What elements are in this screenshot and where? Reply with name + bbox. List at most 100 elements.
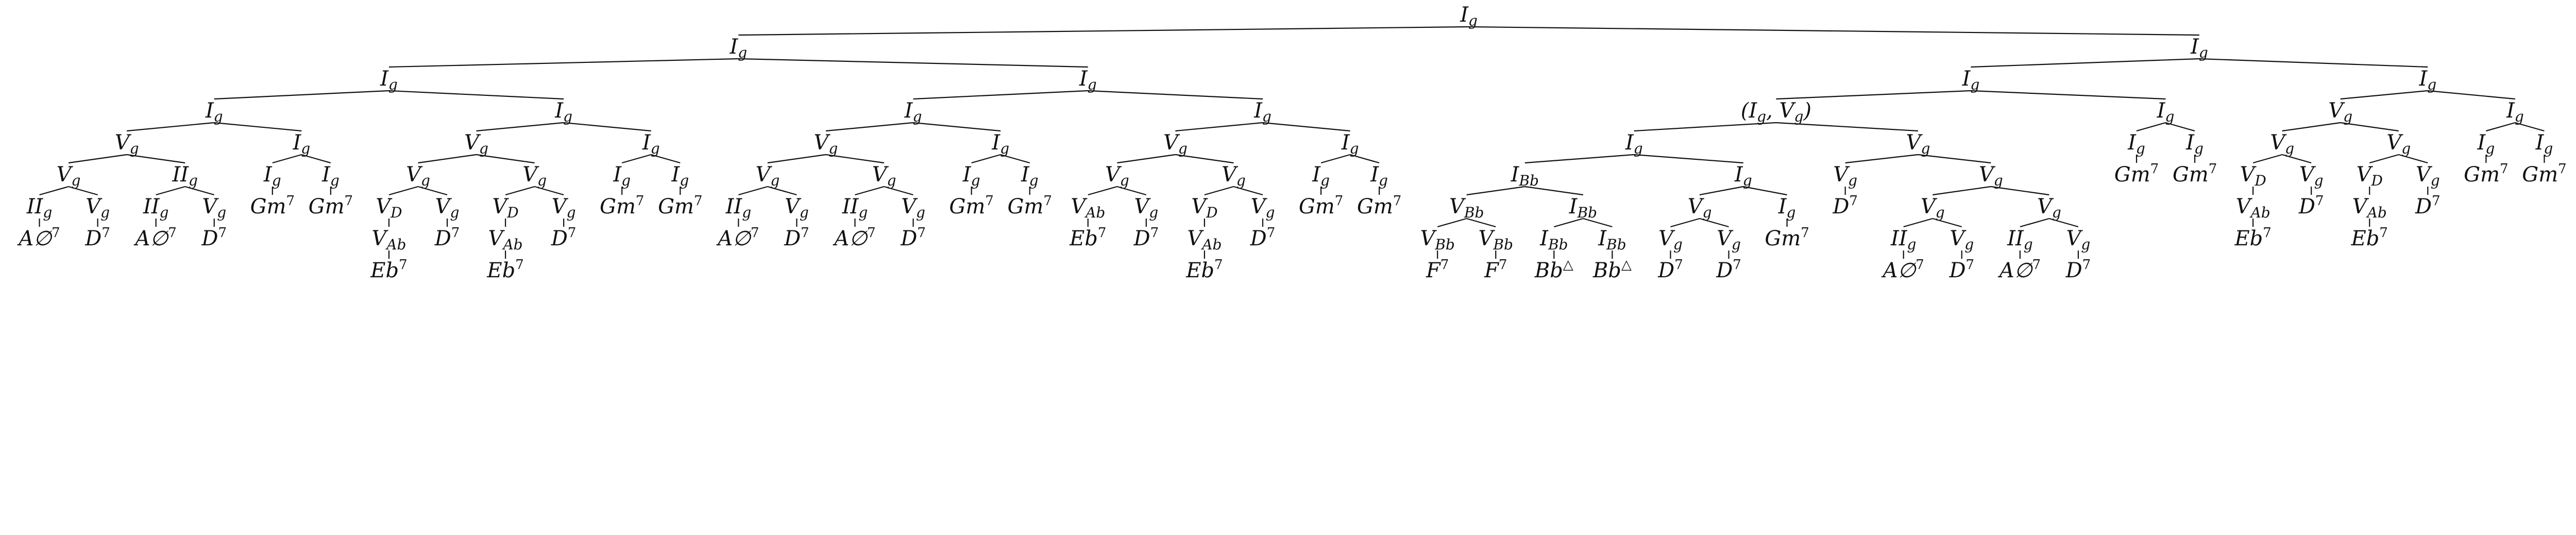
- tree-node-label: Ig​: [2506, 99, 2524, 125]
- tree-edge: [1175, 154, 1234, 164]
- tree-edge: [2136, 122, 2166, 132]
- tree-node-label: Ig​: [1341, 131, 1359, 157]
- tree-edge: [1583, 218, 1613, 228]
- chord-leaf-label: D7​: [1250, 225, 1276, 250]
- tree-node-label: Ig​: [991, 131, 1009, 157]
- tree-node-label: Vg​: [1658, 227, 1683, 253]
- chord-leaf-label: Gm7​: [2464, 161, 2508, 187]
- tree-edge: [2340, 90, 2428, 100]
- tree-edge: [2020, 218, 2049, 228]
- tree-edge: [1088, 186, 1117, 196]
- tree-edge: [126, 154, 185, 164]
- tree-node-label: Vg​: [1163, 131, 1188, 157]
- tree-node-label: Ig​: [1625, 131, 1643, 157]
- tree-edge: [68, 186, 98, 196]
- tree-edge: [1699, 186, 1743, 196]
- tree-edge: [301, 154, 331, 164]
- tree-edge: [476, 122, 564, 132]
- chord-leaf-label: D7​: [551, 225, 577, 250]
- tree-edge: [418, 186, 448, 196]
- tree-node-label: Ig​: [904, 99, 922, 125]
- tree-node-label: IBb​: [1598, 227, 1626, 253]
- chord-leaf-label: Gm7​: [1299, 193, 1343, 219]
- tree-edge: [2515, 122, 2545, 132]
- tree-edge: [388, 186, 418, 196]
- tree-node-label: VD​: [2357, 163, 2383, 189]
- tree-edge: [1845, 154, 1919, 164]
- tree-edge: [68, 154, 127, 164]
- tree-edge: [418, 154, 477, 164]
- chord-leaf-label: D7​: [784, 225, 809, 250]
- tree-node-label: VD​: [2240, 163, 2266, 189]
- tree-edge: [2340, 122, 2399, 132]
- chord-leaf-label: D7​: [2415, 193, 2441, 219]
- chord-leaf-label: D7​: [201, 225, 227, 250]
- tree-node-label: Ig​: [1734, 163, 1752, 189]
- tree-edge: [2199, 58, 2428, 68]
- tree-node-label: Ig​: [205, 99, 223, 125]
- tree-node-label: VAb​: [2236, 195, 2270, 221]
- tree-edge: [2398, 154, 2428, 164]
- tree-node-label: VAb​: [488, 227, 523, 253]
- tree-edge: [738, 58, 1088, 68]
- chord-leaf-label: Gm7​: [949, 193, 993, 219]
- tree-node-label: Ig​: [380, 67, 398, 93]
- tree-node-label: VBb​: [1420, 227, 1454, 253]
- tree-node-label: (Ig​, Vg​): [1741, 99, 1811, 125]
- tree-node-label: Vg​: [2270, 131, 2294, 157]
- tree-edge: [272, 154, 302, 164]
- tree-node-label: Vg​: [115, 131, 139, 157]
- tree-node-label: Vg​: [2066, 227, 2091, 253]
- tree-edge: [214, 122, 302, 132]
- chord-leaf-label: Eb7​: [1069, 225, 1106, 250]
- tree-node-label: Ig​: [2477, 131, 2495, 157]
- tree-node-label: VD​: [1191, 195, 1217, 221]
- tree-node-label: Ig​: [1021, 163, 1039, 189]
- tree-node-label: VAb​: [1071, 195, 1105, 221]
- tree-edge: [1971, 90, 2166, 100]
- tree-node-label: Vg​: [1921, 195, 1945, 221]
- tree-node-label: Ig​: [1312, 163, 1330, 189]
- tree-edge: [2428, 90, 2516, 100]
- tree-node-label: Vg​: [202, 195, 226, 221]
- tree-node-label: Vg​: [86, 195, 110, 221]
- chord-leaf-label: D7​: [1832, 193, 1858, 219]
- tree-edge: [505, 186, 535, 196]
- tree-edge: [971, 154, 1001, 164]
- tree-node-label: IBb​: [1569, 195, 1597, 221]
- tree-node-label: VBb​: [1479, 227, 1513, 253]
- chord-leaf-label: D7​: [84, 225, 110, 250]
- tree-edge: [388, 90, 564, 100]
- tree-node-label: IBb​: [1511, 163, 1539, 189]
- tree-edge: [825, 154, 885, 164]
- chord-leaf-label: Eb7​: [486, 257, 523, 282]
- tree-node-label: IIg​: [842, 195, 868, 221]
- tree-edge: [2252, 154, 2282, 164]
- tree-edge: [1524, 186, 1583, 196]
- tree-edge: [2282, 122, 2341, 132]
- tree-node-label: Vg​: [522, 163, 547, 189]
- tree-node-label: Vg​: [872, 163, 896, 189]
- tree-edge: [1670, 218, 1700, 228]
- tree-node-label: Ig​: [554, 99, 572, 125]
- tree-edge: [2049, 218, 2079, 228]
- tree-edge: [1634, 122, 1776, 132]
- tree-node-label: Vg​: [1134, 195, 1158, 221]
- tree-node-label: Ig​: [292, 131, 310, 157]
- tree-node-label: Vg​: [2328, 99, 2352, 125]
- tree-edge: [1776, 122, 1919, 132]
- chord-leaf-label: Gm7​: [2522, 161, 2566, 187]
- tree-edge: [564, 122, 651, 132]
- tree-edge: [1932, 218, 1962, 228]
- tree-edge: [1743, 186, 1787, 196]
- tree-node-label: Ig​: [1962, 67, 1980, 93]
- tree-edge: [1233, 186, 1263, 196]
- tree-edge: [1437, 218, 1467, 228]
- chord-leaf-label: Gm7​: [250, 193, 295, 219]
- tree-node-label: Ig​: [2157, 99, 2175, 125]
- tree-edge: [1903, 218, 1933, 228]
- tree-edge: [1776, 90, 1971, 100]
- tree-edge: [1320, 154, 1350, 164]
- tree-node-label: VD​: [492, 195, 518, 221]
- tree-node-label: VD​: [376, 195, 402, 221]
